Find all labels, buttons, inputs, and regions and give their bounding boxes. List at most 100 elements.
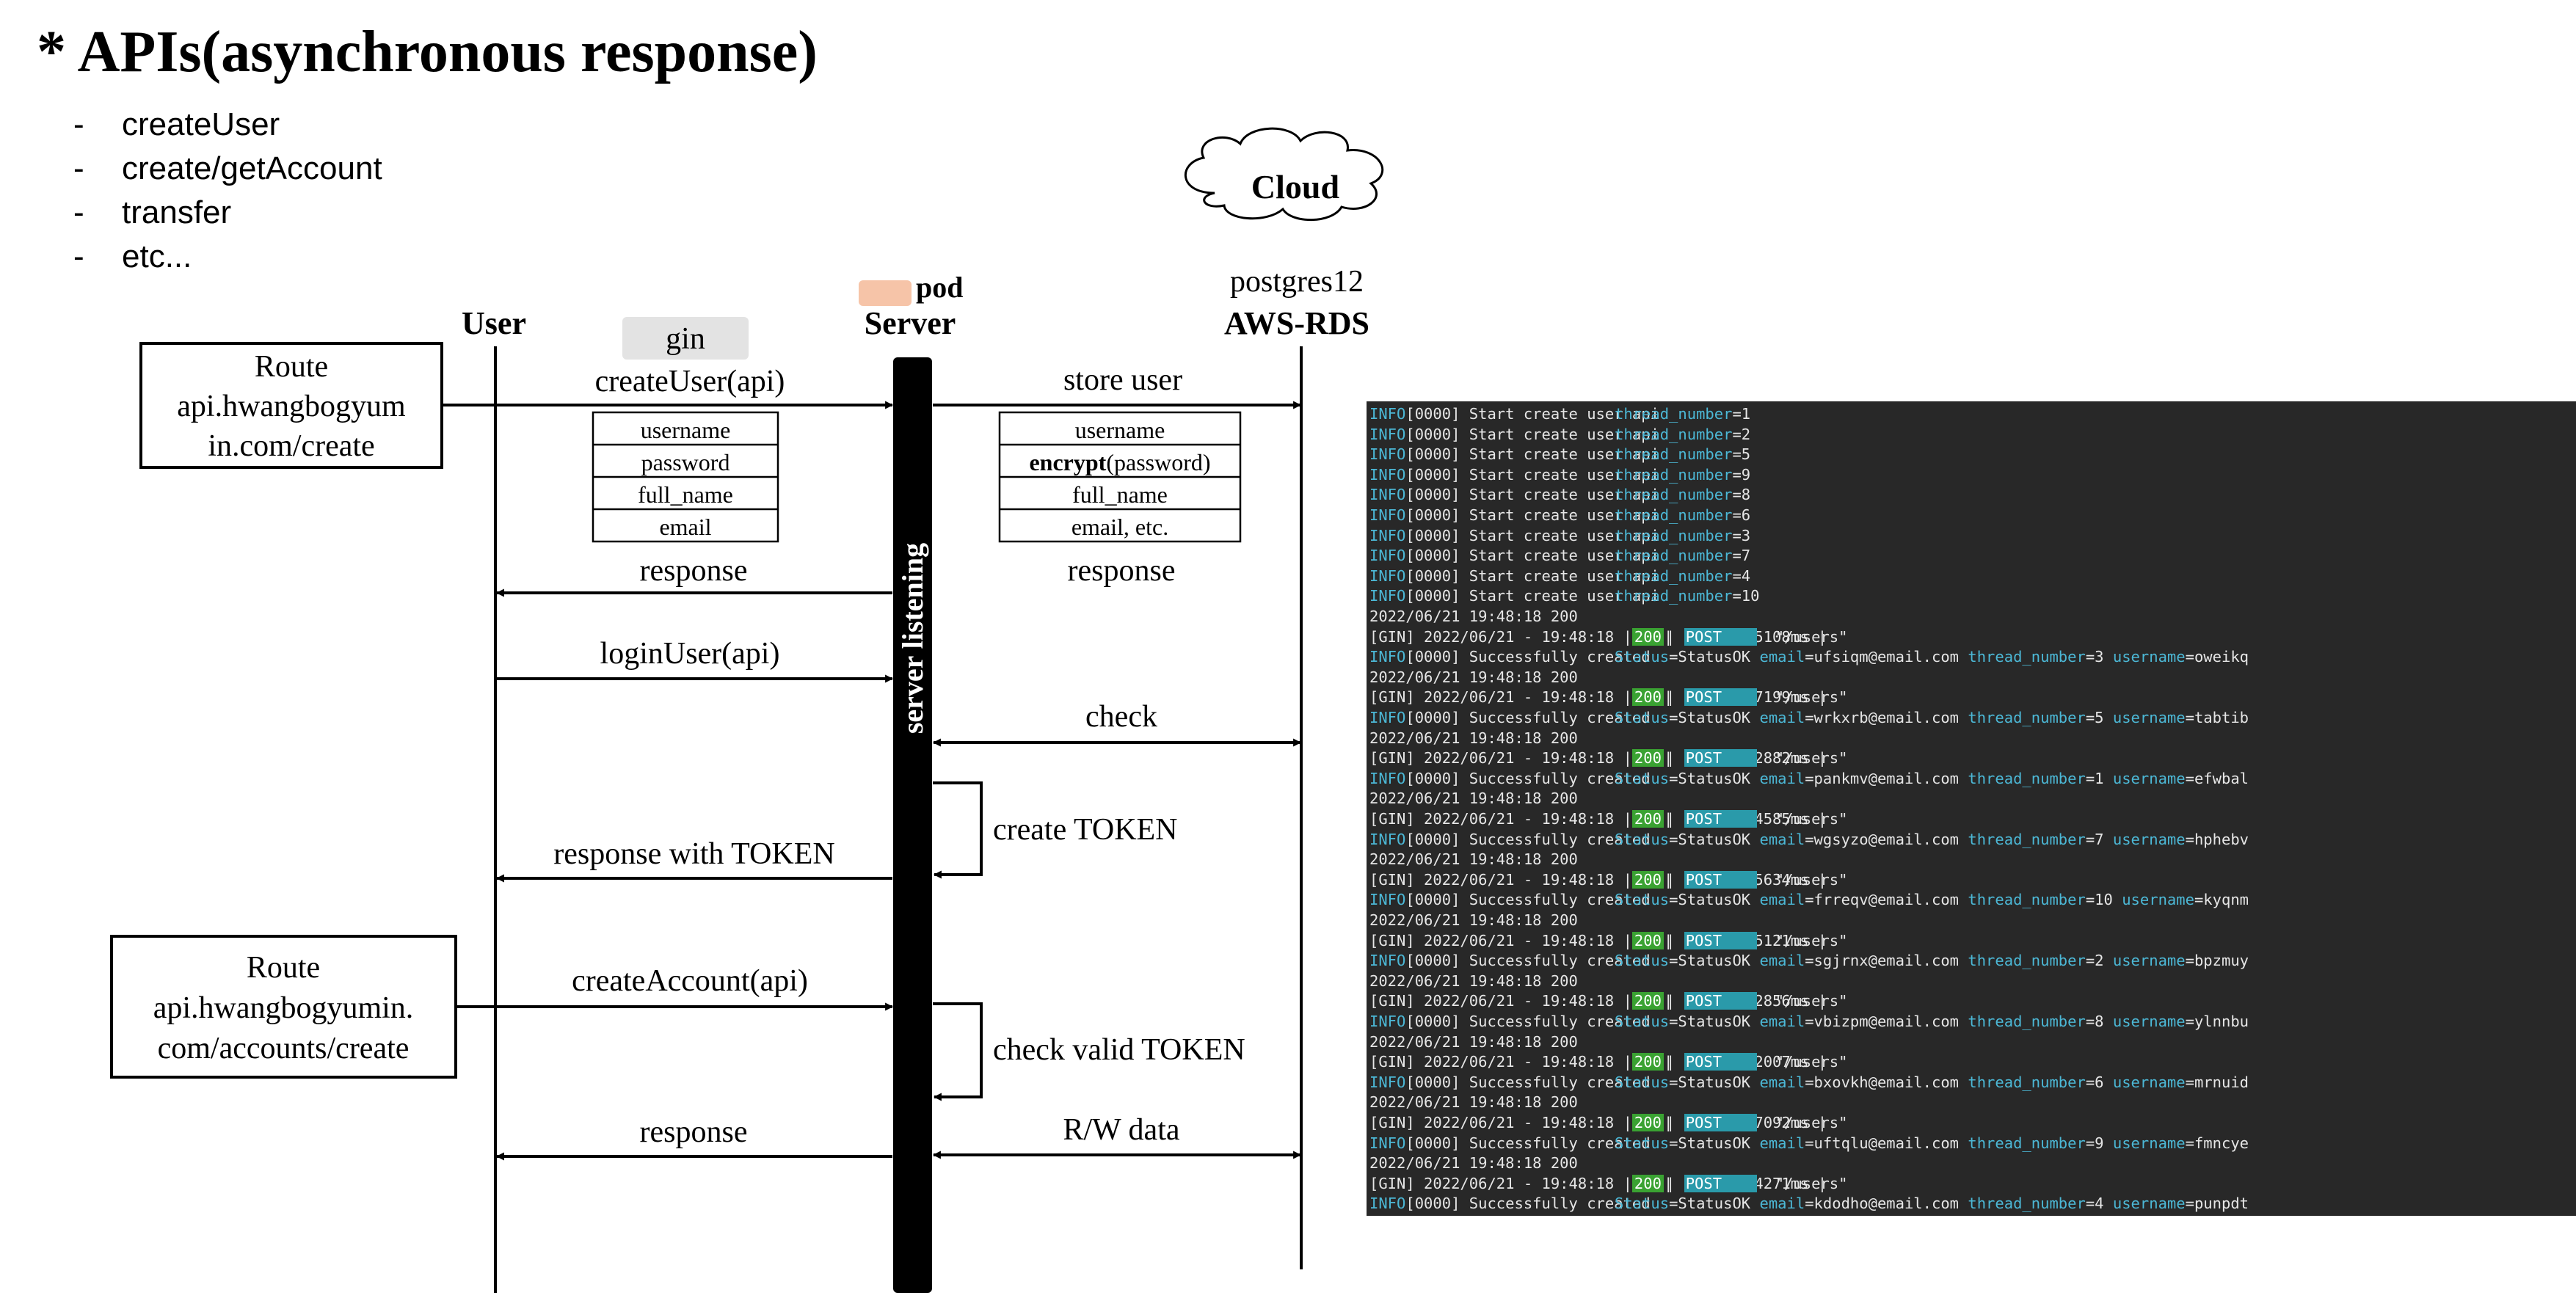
log-level: INFO (1369, 769, 1406, 787)
log-key: thread_number (1968, 1134, 2086, 1152)
log-level: INFO (1369, 891, 1406, 909)
log-date: 2022/06/21 19:48:18 200 (1369, 1093, 1578, 1112)
log-message: [0000] Successfully created (1405, 830, 1651, 848)
field-password: password (641, 449, 730, 475)
log-value: =StatusOK (1669, 891, 1760, 909)
msg-create-token: create TOKEN (993, 813, 1178, 847)
log-key: thread_number (1968, 952, 2086, 970)
log-value: =6 (2085, 1073, 2113, 1091)
route-box-create-user (139, 342, 443, 469)
gin-sep: | (1666, 810, 1684, 828)
gin-path: "/users" (1757, 627, 1848, 646)
log-date: 2022/06/21 19:48:18 200 (1369, 850, 1578, 869)
log-level: INFO (1369, 1073, 1406, 1091)
log-right-column: | POST "/users" (1666, 931, 1847, 952)
log-level: INFO (1369, 648, 1406, 666)
gin-sep: | (1666, 688, 1684, 707)
log-level: INFO (1369, 1134, 1406, 1152)
log-value: =5 (1732, 445, 1751, 464)
log-level: INFO (1369, 526, 1406, 544)
log-value: =StatusOK (1669, 952, 1760, 970)
log-value: =wgsyzo@email.com (1805, 830, 1968, 848)
log-value: =efwbal (2185, 769, 2249, 787)
log-line-date: 2022/06/21 19:48:18 200 (1369, 1214, 1578, 1216)
method-badge: POST (1684, 627, 1758, 646)
log-key: Status (1615, 891, 1670, 909)
log-value: =2 (2085, 952, 2113, 970)
log-date: 2022/06/21 19:48:18 200 (1369, 729, 1578, 747)
server-bar-label: server listening (896, 543, 929, 734)
log-key: email (1759, 891, 1805, 909)
method-badge: POST (1684, 749, 1758, 768)
log-key: email (1759, 1195, 1805, 1213)
gin-label: gin (666, 322, 705, 356)
log-level: INFO (1369, 465, 1406, 484)
log-message: [0000] Successfully created (1405, 648, 1651, 666)
msg-response-token: response with TOKEN (553, 837, 834, 871)
request-fields-table (592, 411, 779, 543)
gin-path: "/users" (1757, 1114, 1848, 1131)
log-line-gin: [GIN] 2022/06/21 - 19:48:18 |200| 117.25… (1369, 627, 1847, 648)
gin-path: "/users" (1757, 1053, 1848, 1071)
log-right-column: | POST "/users" (1666, 991, 1847, 1012)
pod-icon (859, 280, 912, 306)
log-date: 2022/06/21 19:48:18 200 (1369, 911, 1578, 929)
log-message: [0000] Successfully created (1405, 1134, 1651, 1152)
log-value: =7 (2085, 830, 2113, 848)
log-message: [0000] Start create user api (1405, 526, 1659, 544)
log-right-column: | POST "/users" (1666, 627, 1847, 648)
status-code-badge: 200 (1631, 688, 1664, 707)
log-value: =StatusOK (1669, 1013, 1760, 1030)
field-full-name: full_name (638, 481, 733, 508)
method-badge: POST (1684, 810, 1758, 828)
log-key: email (1759, 709, 1805, 726)
log-right-column: Status=StatusOK email=kdodho@email.com t… (1615, 1194, 2249, 1214)
log-key: username (2112, 1195, 2186, 1213)
log-key: thread_number (1968, 648, 2086, 666)
msg-check-valid-token: check valid TOKEN (993, 1033, 1245, 1067)
encrypt-keyword: encrypt (1029, 449, 1106, 475)
log-value: =1 (1732, 405, 1751, 423)
log-value: =punpdt (2185, 1195, 2249, 1213)
route-box-create-account (110, 935, 457, 1079)
gin-prefix: [GIN] 2022/06/21 - 19:48:18 | (1369, 870, 1632, 889)
log-value: =6 (1732, 506, 1751, 524)
gin-sep: | (1666, 749, 1684, 768)
log-right-column: Status=StatusOK email=ufsiqm@email.com t… (1615, 647, 2249, 668)
log-key: email (1759, 830, 1805, 848)
log-right-column: | POST "/users" (1666, 1052, 1847, 1073)
log-right-column: thread_number=6 (1615, 506, 1750, 526)
log-value: =ufsiqm@email.com (1805, 648, 1968, 666)
log-key: Status (1615, 769, 1670, 787)
log-right-column: | POST "/users" (1666, 1174, 1847, 1195)
log-key: email (1759, 952, 1805, 970)
gin-prefix: [GIN] 2022/06/21 - 19:48:18 | (1369, 688, 1632, 707)
log-level: INFO (1369, 566, 1406, 585)
log-level: INFO (1369, 405, 1406, 423)
log-line-date: 2022/06/21 19:48:18 200 (1369, 1153, 1578, 1174)
route-url-line: com/accounts/create (158, 1032, 410, 1065)
gin-sep: | (1666, 870, 1684, 889)
gin-prefix: [GIN] 2022/06/21 - 19:48:18 | (1369, 931, 1632, 949)
log-level: INFO (1369, 425, 1406, 443)
gin-sep: | (1666, 1114, 1684, 1131)
gin-prefix: [GIN] 2022/06/21 - 19:48:18 | (1369, 627, 1632, 646)
log-key: email (1759, 648, 1805, 666)
log-right-column: Status=StatusOK email=uftqlu@email.com t… (1615, 1134, 2249, 1154)
msg-response: response (640, 554, 748, 588)
log-key: username (2112, 830, 2186, 848)
log-right-column: Status=StatusOK email=wrkxrb@email.com t… (1615, 708, 2249, 729)
log-key: username (2112, 952, 2186, 970)
log-right-column: Status=StatusOK email=vbizpm@email.com t… (1615, 1012, 2249, 1032)
log-line-date: 2022/06/21 19:48:18 200 (1369, 850, 1578, 870)
msg-create-user: createUser(api) (595, 365, 785, 398)
log-line-date: 2022/06/21 19:48:18 200 (1369, 911, 1578, 931)
actor-server: Server (865, 305, 956, 341)
